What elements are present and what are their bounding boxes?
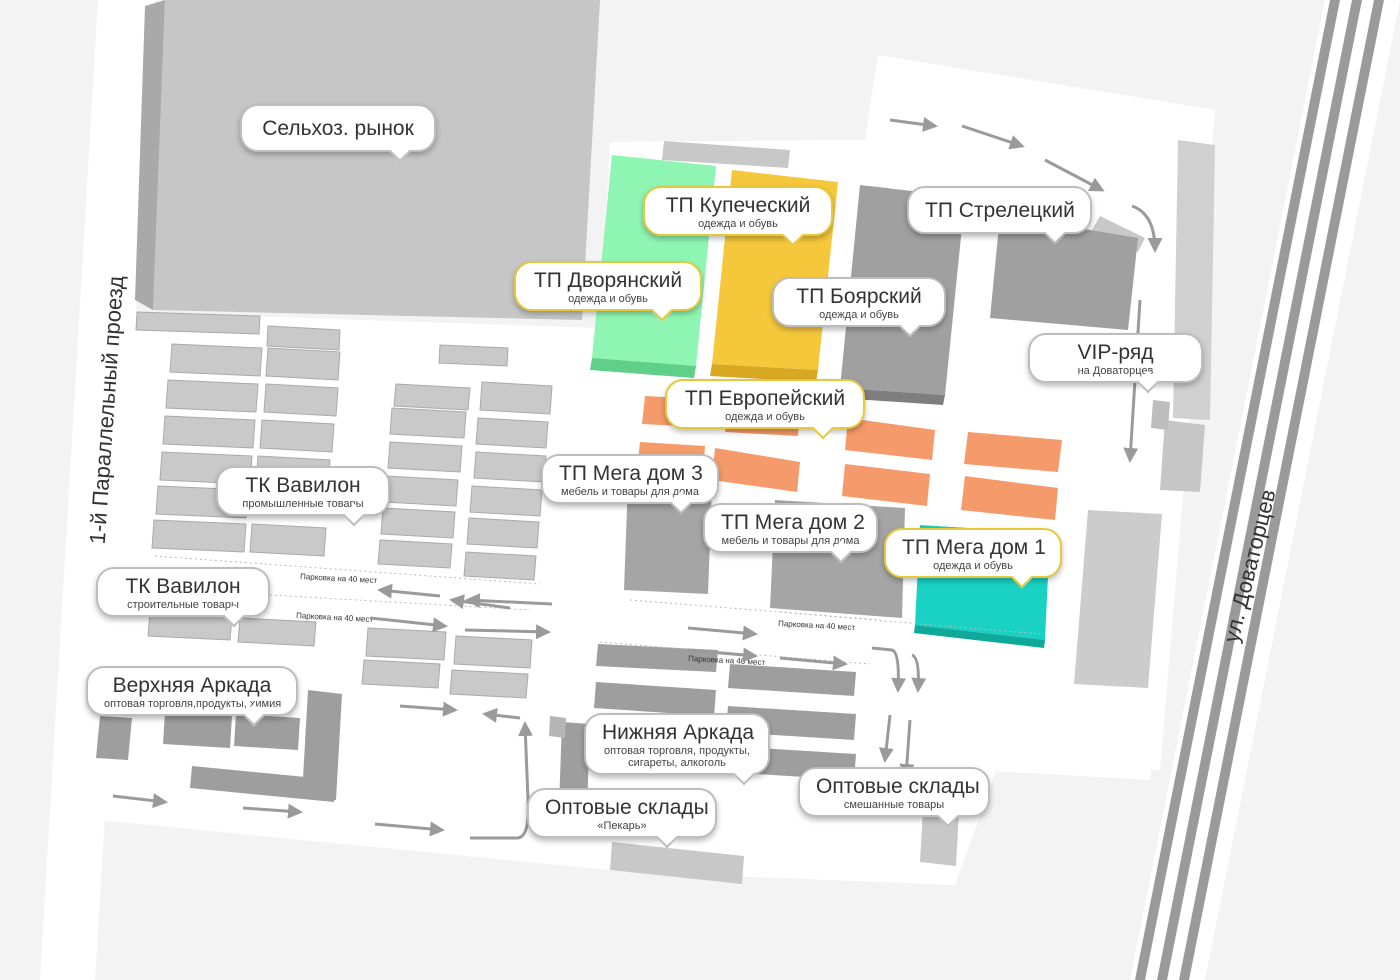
callout-title: Оптовые склады	[816, 775, 980, 798]
callout-title: ТП Мега дом 3	[559, 462, 703, 485]
callout-title: ТП Мега дом 1	[902, 536, 1046, 559]
callout-vavilon-industrial[interactable]: ТК Вавилон промышленные товары	[216, 466, 390, 527]
callout-subtitle: одежда и обувь	[819, 309, 899, 321]
callout-nizhnyaya-arkada[interactable]: Нижняя Аркада оптовая торговля, продукты…	[584, 713, 770, 786]
callout-title: ТП Стрелецкий	[925, 199, 1075, 222]
callout-vip[interactable]: VIP-ряд на Доваторцев	[1028, 333, 1203, 394]
callout-subtitle: одежда и обувь	[698, 218, 778, 230]
callout-optovye-pekar[interactable]: Оптовые склады «Пекарь»	[527, 788, 717, 849]
tp-streletsky-building	[990, 215, 1138, 330]
lot-right-extension	[975, 680, 1160, 780]
callout-subtitle: промышленные товары	[242, 498, 364, 510]
callout-title: Оптовые склады	[545, 796, 709, 819]
tk-vavilon-buildings	[135, 311, 553, 699]
tp-megadom3-building	[624, 480, 712, 594]
callout-subtitle: смешанные товары	[843, 799, 945, 811]
parking-label-3: Парковка на 40 мест	[778, 619, 856, 632]
callout-subtitle: мебель и товары для дома	[561, 486, 699, 498]
callout-title: ТП Купеческий	[665, 194, 811, 217]
callout-verkhnyaya-arkada[interactable]: Верхняя Аркада оптовая торговля,продукты…	[86, 666, 298, 727]
callout-title: ТП Европейский	[684, 387, 846, 410]
callout-selkhoz[interactable]: Сельхоз. рынок	[240, 104, 436, 163]
callout-megadom3[interactable]: ТП Мега дом 3 мебель и товары для дома	[541, 454, 719, 515]
callout-boyarsky[interactable]: ТП Боярский одежда и обувь	[772, 277, 946, 338]
callout-kupechesky[interactable]: ТП Купеческий одежда и обувь	[643, 186, 833, 247]
west-street	[40, 0, 155, 980]
callout-megadom2[interactable]: ТП Мега дом 2 мебель и товары для дома	[703, 503, 878, 564]
callout-title: ТК Вавилон	[245, 474, 361, 497]
callout-subtitle: мебель и товары для дома	[721, 535, 860, 547]
callout-optovye-mixed[interactable]: Оптовые склады смешанные товары	[798, 767, 990, 828]
callout-title: Нижняя Аркада	[602, 721, 755, 744]
callout-title: ТП Дворянский	[533, 269, 683, 292]
east-road	[1130, 0, 1400, 980]
callout-subtitle: строительные товары	[127, 599, 239, 611]
callout-streletsky[interactable]: ТП Стрелецкий	[907, 186, 1092, 245]
callout-title: ТП Мега дом 2	[721, 511, 865, 534]
callout-evropeysky[interactable]: ТП Европейский одежда и обувь	[665, 379, 865, 440]
callout-subtitle: одежда и обувь	[933, 560, 1013, 572]
callout-title: ТК Вавилон	[125, 575, 241, 598]
callout-subtitle: одежда и обувь	[568, 293, 648, 305]
callout-title: Верхняя Аркада	[112, 674, 272, 697]
selkhoz-market-block	[135, 0, 600, 320]
callout-vavilon-construction[interactable]: ТК Вавилон строительные товары	[96, 567, 270, 628]
parking-label-1: Парковка на 40 мест	[300, 572, 378, 585]
parking-label-2: Парковка на 40 мест	[296, 611, 374, 624]
callout-subtitle: оптовая торговля,продукты, химия	[104, 698, 282, 710]
callout-title: ТП Боярский	[796, 285, 922, 308]
callout-subtitle: на Доваторцев	[1077, 365, 1154, 377]
traffic-arrows	[112, 116, 1163, 840]
callout-subtitle: оптовая торговля, продукты, сигареты, ал…	[604, 745, 750, 769]
callout-subtitle: «Пекарь»	[597, 820, 647, 832]
callout-subtitle: одежда и обувь	[725, 411, 805, 423]
callout-megadom1[interactable]: ТП Мега дом 1 одежда и обувь	[884, 528, 1062, 589]
callout-title: VIP-ряд	[1077, 341, 1154, 364]
callout-dvoryansky[interactable]: ТП Дворянский одежда и обувь	[514, 261, 702, 322]
callout-title: Сельхоз. рынок	[262, 117, 414, 140]
